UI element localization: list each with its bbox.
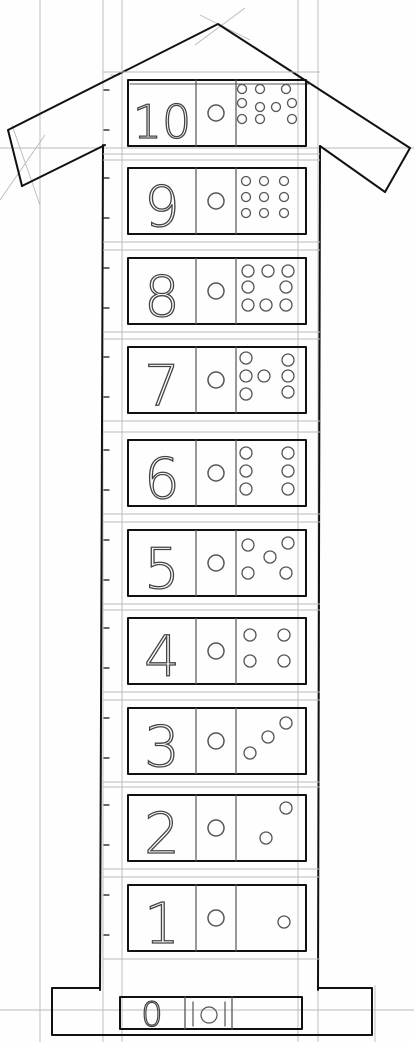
row-5: 5 [103,522,320,604]
row-1: 1 [103,877,320,959]
row-7: 7 [103,339,320,421]
quantity-dot [260,832,272,844]
quantity-dot [280,802,292,814]
row-2: 2 [103,787,320,869]
quantity-dot [258,370,270,382]
symbol-circle [208,820,224,836]
quantity-dot [240,370,252,382]
quantity-dot [260,209,269,218]
quantity-dot [242,299,254,311]
row-4: 4 [103,610,320,692]
quantity-dot [238,115,247,124]
quantity-dot [242,177,251,186]
quantity-dot [264,551,276,563]
quantity-dot [244,629,256,641]
quantity-dot [256,115,265,124]
symbol-circle [208,555,224,571]
quantity-dot [244,747,256,759]
row-numeral: 2 [144,802,180,867]
quantity-dot [282,483,294,495]
symbol-circle [208,643,224,659]
symbol-circle [208,372,224,388]
symbol-circle [208,193,224,209]
quantity-dot [280,193,289,202]
quantity-dot [282,265,294,277]
quantity-dot [238,85,247,94]
row-numeral: 7 [144,354,180,419]
quantity-dot [280,177,289,186]
quantity-dot [238,99,247,108]
quantity-dot [282,465,294,477]
quantity-dot [260,299,272,311]
symbol-circle [208,283,224,299]
row-9: 9 [103,160,320,242]
row-6: 6 [103,432,320,514]
symbol-circle [208,910,224,926]
quantity-dot [282,85,291,94]
symbol-circle [208,733,224,749]
row-numeral: 5 [144,537,180,602]
quantity-dot [262,731,274,743]
row-3: 3 [103,700,320,782]
quantity-dot [240,483,252,495]
quantity-dot [278,655,290,667]
quantity-dot [240,447,252,459]
quantity-dot [282,370,294,382]
row-numeral: 6 [144,447,180,512]
quantity-dot [256,103,265,112]
quantity-dot [278,916,290,928]
quantity-dot [280,209,289,218]
quantity-dot [244,655,256,667]
row-numeral: 10 [133,95,192,149]
quantity-dot [242,265,254,277]
quantity-dot [280,717,292,729]
quantity-dot [282,447,294,459]
quantity-dot [288,115,297,124]
symbol-circle [208,105,224,121]
quantity-dot [280,299,292,311]
quantity-dot [240,388,252,400]
zero-numeral: 0 [141,995,163,1035]
quantity-dot [240,352,252,364]
quantity-dot [240,465,252,477]
quantity-dot [278,629,290,641]
quantity-dot [282,354,294,366]
quantity-dot [256,85,265,94]
tower-base: 0 [52,988,372,1035]
quantity-dot [262,265,274,277]
quantity-dot [260,193,269,202]
row-numeral: 1 [144,892,180,957]
zero-symbol-circle [201,1007,217,1023]
quantity-dot [242,193,251,202]
quantity-dot [242,281,254,293]
quantity-dot [260,177,269,186]
number-rows: 10 9 8 7 6 5 4 3 2 1 [103,72,320,959]
row-8: 8 [103,250,320,332]
row-numeral: 8 [144,265,180,330]
quantity-dot [282,386,294,398]
quantity-dot [280,281,292,293]
quantity-dot [242,567,254,579]
quantity-dot [242,539,254,551]
quantity-dot [282,537,294,549]
row-numeral: 4 [144,625,180,690]
row-numeral: 3 [144,715,180,780]
quantity-dot [288,99,297,108]
symbol-circle [208,465,224,481]
row-numeral: 9 [144,175,180,240]
quantity-dot [272,103,281,112]
quantity-dot [242,209,251,218]
quantity-dot [280,567,292,579]
